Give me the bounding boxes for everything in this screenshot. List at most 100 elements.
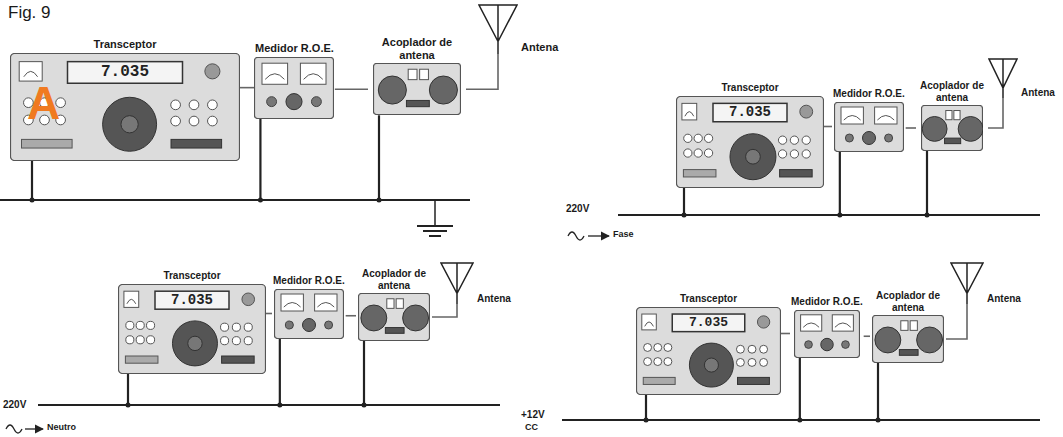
- antenna-tuner: Acoplador de antena: [368, 36, 466, 115]
- swr-meter: Medidor R.O.E.: [272, 275, 346, 339]
- supply-wire: [645, 395, 647, 421]
- cable: [432, 304, 457, 317]
- device-knob: [208, 100, 218, 110]
- device-knob: [862, 131, 875, 144]
- device-part: [406, 101, 429, 107]
- swr-meter: Medidor R.O.E.: [254, 42, 335, 119]
- device-part: [901, 321, 908, 331]
- antenna-tuner: Acoplador de antena: [916, 80, 988, 151]
- device-body: [373, 63, 461, 115]
- antenna-symbol: [951, 263, 983, 304]
- device-heading: Medidor R.O.E.: [254, 42, 335, 57]
- device-part: [834, 102, 903, 151]
- frequency-display: 7.035: [672, 314, 745, 332]
- device-part: [677, 96, 824, 187]
- device-heading: Transceptor: [93, 38, 158, 53]
- device-knob: [790, 136, 798, 144]
- voltage-label: 220V: [566, 203, 589, 214]
- device-knob: [232, 336, 240, 344]
- device-knob: [748, 345, 756, 353]
- meter-scale: [685, 111, 694, 116]
- supply-wire: [378, 115, 380, 200]
- device-knob: [684, 148, 692, 156]
- device-part: [374, 64, 461, 115]
- device-part: [274, 289, 343, 338]
- device-part: [408, 70, 417, 80]
- antenna-label: Antena: [518, 41, 559, 56]
- device-knob: [189, 116, 199, 126]
- device-body: [834, 102, 904, 152]
- antenna: Antena: [478, 4, 559, 54]
- swr-meter: Medidor R.O.E.: [832, 88, 906, 152]
- transceiver: Transceptor 7.035: [676, 82, 824, 188]
- device-knob: [664, 357, 672, 365]
- device-part: [832, 314, 853, 330]
- meter-scale: [803, 322, 819, 326]
- device-knob: [958, 117, 983, 142]
- device-knob: [757, 315, 769, 327]
- voltage-label: 220V: [3, 399, 26, 410]
- junction-dot: [377, 198, 382, 203]
- antenna-label: Antena: [1018, 87, 1056, 101]
- device-heading: Medidor R.O.E.: [790, 296, 864, 310]
- device-knob: [875, 327, 901, 353]
- device-knob: [654, 343, 662, 351]
- device-knob: [917, 327, 943, 353]
- device-knob: [778, 149, 786, 157]
- junction-dot: [682, 213, 687, 218]
- meter-scale: [127, 299, 136, 304]
- frequency-display: 7.035: [713, 103, 787, 121]
- device-part: [396, 299, 403, 309]
- device-knob: [821, 338, 833, 350]
- supply-wire: [259, 119, 261, 200]
- device-knob: [126, 335, 134, 343]
- device-knob: [654, 357, 662, 365]
- device-part: [222, 356, 255, 363]
- meter-scale: [645, 321, 654, 325]
- ground-symbol: [417, 225, 453, 227]
- device-body: 7.035: [676, 96, 824, 188]
- device-heading: Medidor R.O.E.: [272, 275, 346, 289]
- device-part: [800, 314, 821, 330]
- cable: [946, 304, 967, 339]
- device-part: [946, 111, 952, 120]
- device-heading: Acoplador de antena: [870, 290, 946, 315]
- meter-scale: [266, 73, 285, 79]
- ac-symbol: [6, 425, 22, 433]
- ac-symbol: [568, 232, 584, 240]
- antenna: Antena: [440, 262, 512, 304]
- device-knob: [694, 134, 702, 142]
- meter-scale: [284, 302, 301, 307]
- antenna-tuner: Acoplador de antena: [870, 290, 946, 363]
- junction-dot: [837, 213, 842, 218]
- device-part: [945, 138, 961, 144]
- ground-bus: [0, 199, 470, 201]
- junction-dot: [925, 213, 930, 218]
- device-part: [255, 57, 334, 118]
- junction-dot: [362, 403, 367, 408]
- device-knob: [644, 343, 652, 351]
- device-heading: Acoplador de antena: [356, 268, 432, 293]
- device-drawing: [921, 105, 983, 151]
- device-part: [922, 106, 983, 151]
- meter-scale: [844, 115, 861, 120]
- cable: [466, 54, 498, 89]
- cable: [266, 313, 272, 315]
- junction-dot: [644, 418, 649, 423]
- device-heading: Transceptor: [679, 293, 738, 307]
- antenna-symbol: [441, 263, 473, 304]
- device-part: [359, 294, 430, 341]
- device-part: [385, 328, 404, 334]
- device-body: [358, 293, 430, 341]
- device-part: [125, 356, 158, 363]
- device-part: [387, 299, 394, 309]
- device-knob: [171, 100, 181, 110]
- device-knob: [884, 134, 892, 142]
- device-heading: Transceptor: [720, 82, 779, 96]
- device-knob: [232, 323, 240, 331]
- device-knob: [748, 358, 756, 366]
- device-knob: [736, 345, 744, 353]
- antenna-symbol: [950, 262, 984, 304]
- device-part: [642, 314, 657, 330]
- device-part: [899, 350, 918, 356]
